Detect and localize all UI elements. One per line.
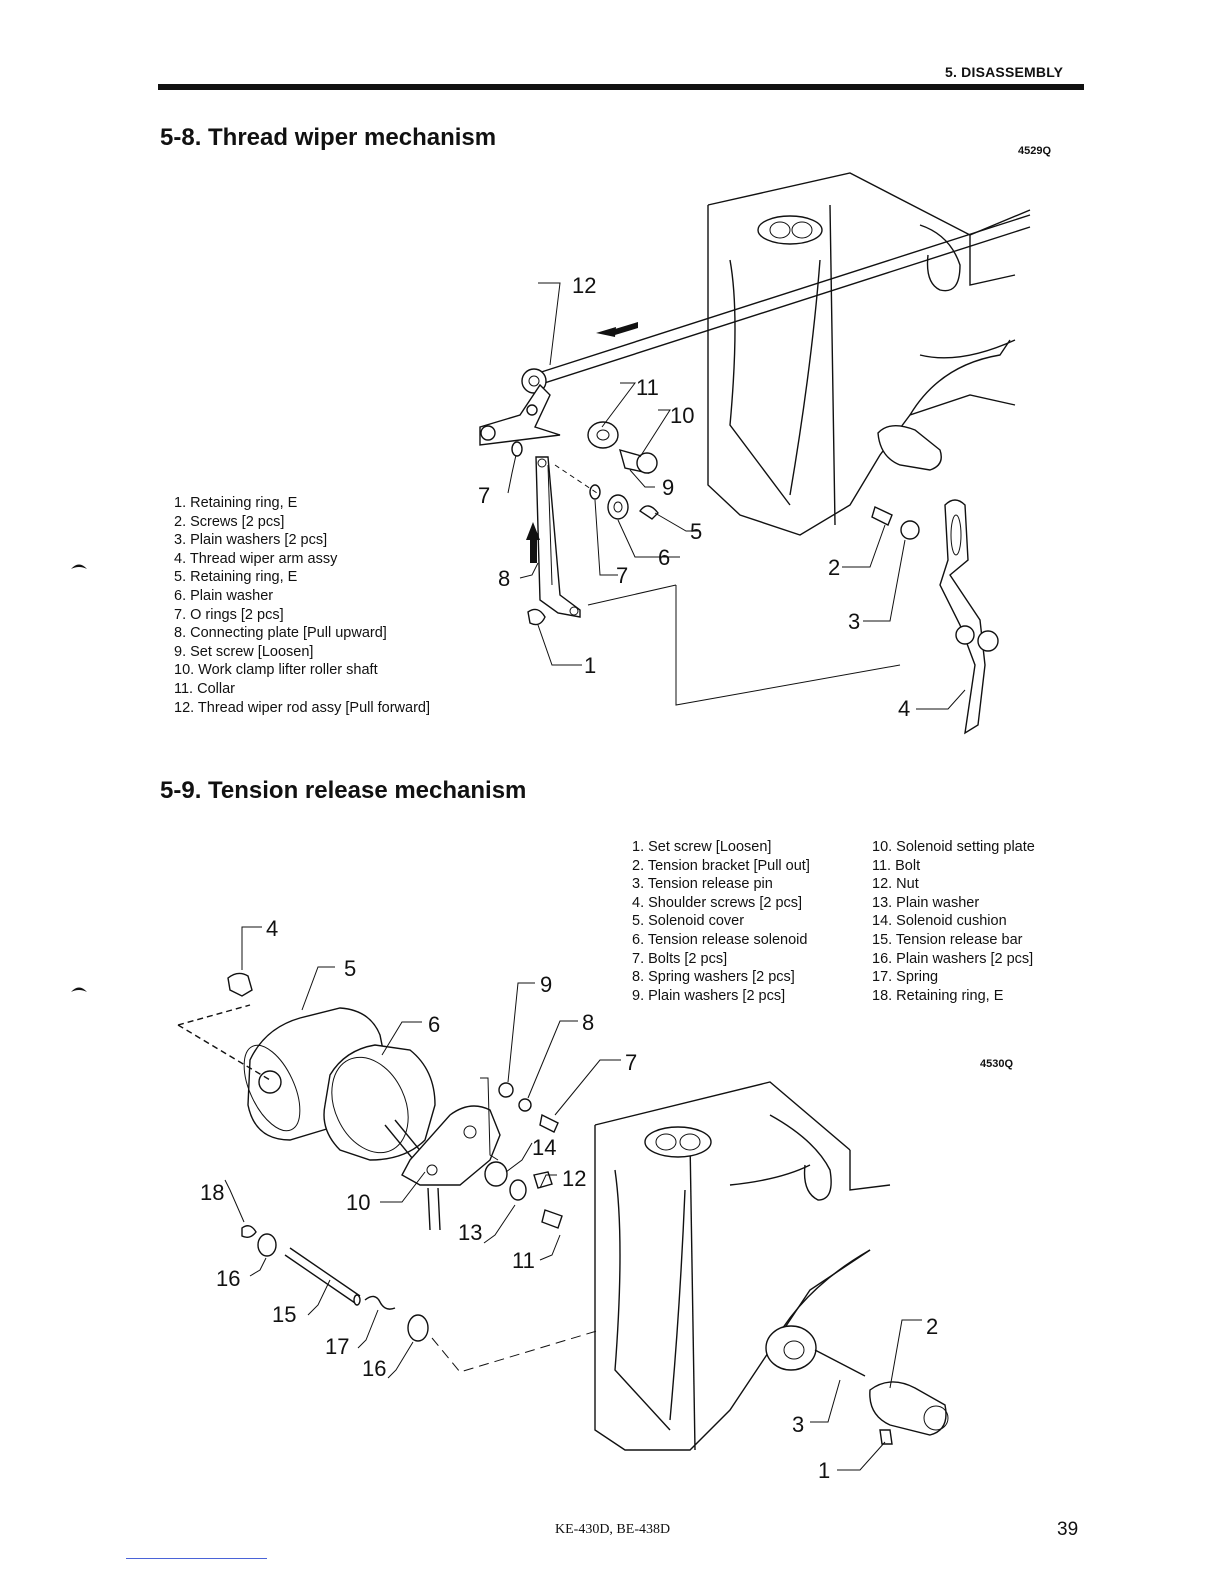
list-item: 7. Bolts [2 pcs]: [632, 950, 728, 967]
parts-list-tension-release-col1: 1. Set screw [Loosen] 2. Tension bracket…: [632, 838, 810, 1005]
callout-label: 10: [346, 1190, 370, 1215]
figure-code: 4530Q: [980, 1058, 1014, 1070]
list-item: 5. Retaining ring, E: [174, 569, 298, 586]
margin-mark-icon: [71, 564, 87, 569]
list-item: 3. Tension release pin: [632, 876, 773, 893]
section-title-thread-wiper: 5-8. Thread wiper mechanism: [160, 124, 497, 151]
callout-label: 17: [325, 1334, 349, 1359]
list-item: 8. Spring washers [2 pcs]: [632, 969, 795, 986]
list-item: 12. Nut: [872, 876, 919, 893]
callout-label: 6: [658, 545, 670, 570]
callout-label: 16: [216, 1266, 240, 1291]
list-item: 4. Shoulder screws [2 pcs]: [632, 894, 803, 911]
callout-label: 3: [792, 1412, 804, 1437]
callout-label: 4: [898, 696, 910, 721]
list-item: 6. Plain washer: [174, 587, 274, 604]
callout-label: 5: [690, 519, 702, 544]
callout-label: 5: [344, 956, 356, 981]
list-item: 12. Thread wiper rod assy [Pull forward]: [174, 699, 431, 716]
divider: [126, 1558, 267, 1559]
callout-label: 3: [848, 609, 860, 634]
callout-label: 12: [562, 1166, 586, 1191]
list-item: 8. Connecting plate [Pull upward]: [174, 625, 387, 642]
list-item: 10. Solenoid setting plate: [872, 839, 1035, 855]
parts-list-tension-release-col2: 10. Solenoid setting plate 11. Bolt 12. …: [872, 838, 1035, 1005]
callout-label: 7: [478, 483, 490, 508]
figure-code: 4529Q: [1018, 145, 1052, 157]
callout-label: 1: [818, 1458, 830, 1483]
callout-label: 1: [584, 653, 596, 678]
callout-label: 2: [926, 1314, 938, 1339]
list-item: 14. Solenoid cushion: [872, 913, 1007, 930]
thread-wiper-diagram: 12 11 10 9 7 5 6 7 8 1 2 3 4: [478, 172, 1031, 735]
callout-label: 4: [266, 916, 278, 941]
list-item: 7. O rings [2 pcs]: [174, 606, 284, 623]
callout-label: 2: [828, 555, 840, 580]
list-item: 9. Plain washers [2 pcs]: [632, 987, 786, 1004]
list-item: 10. Work clamp lifter roller shaft: [174, 662, 378, 679]
list-item: 18. Retaining ring, E: [872, 987, 1004, 1004]
callout-label: 7: [616, 563, 628, 588]
callout-label: 16: [362, 1356, 386, 1381]
callout-label: 15: [272, 1302, 296, 1327]
callout-label: 9: [662, 475, 674, 500]
page-number: 39: [1057, 1519, 1079, 1540]
callout-label: 7: [625, 1050, 637, 1075]
list-item: 4. Thread wiper arm assy: [174, 550, 338, 567]
list-item: 5. Solenoid cover: [632, 913, 745, 930]
parts-list-thread-wiper: 1. Retaining ring, E 2. Screws [2 pcs] 3…: [174, 494, 430, 717]
callout-label: 10: [670, 403, 694, 428]
callout-label: 11: [636, 375, 659, 400]
callout-label: 8: [498, 566, 510, 591]
tension-release-diagram: 4 5 9 6 8 7 14 12 18 10 13 11 16 15 17 1…: [177, 916, 949, 1483]
callout-label: 12: [572, 273, 596, 298]
section-title-tension-release: 5-9. Tension release mechanism: [160, 777, 527, 804]
footer-model: KE-430D, BE-438D: [555, 1522, 671, 1537]
callout-label: 11: [512, 1248, 535, 1273]
list-item: 1. Set screw [Loosen]: [632, 839, 772, 855]
list-item: 17. Spring: [872, 969, 939, 986]
list-item: 11. Collar: [174, 680, 235, 697]
list-item: 9. Set screw [Loosen]: [174, 643, 314, 660]
list-item: 6. Tension release solenoid: [632, 931, 808, 948]
list-item: 2. Screws [2 pcs]: [174, 513, 285, 530]
callout-label: 8: [582, 1010, 594, 1035]
list-item: 3. Plain washers [2 pcs]: [174, 532, 328, 549]
callout-label: 9: [540, 972, 552, 997]
list-item: 1. Retaining ring, E: [174, 495, 298, 511]
section-header-label: 5. DISASSEMBLY: [945, 64, 1064, 80]
margin-mark-icon: [71, 987, 87, 992]
list-item: 13. Plain washer: [872, 894, 980, 911]
list-item: 15. Tension release bar: [872, 931, 1023, 948]
list-item: 2. Tension bracket [Pull out]: [632, 857, 810, 874]
callout-label: 18: [200, 1180, 224, 1205]
list-item: 16. Plain washers [2 pcs]: [872, 950, 1034, 967]
callout-label: 14: [532, 1135, 556, 1160]
callout-label: 6: [428, 1012, 440, 1037]
list-item: 11. Bolt: [872, 857, 921, 874]
header-rule: [158, 84, 1084, 90]
callout-label: 13: [458, 1220, 482, 1245]
